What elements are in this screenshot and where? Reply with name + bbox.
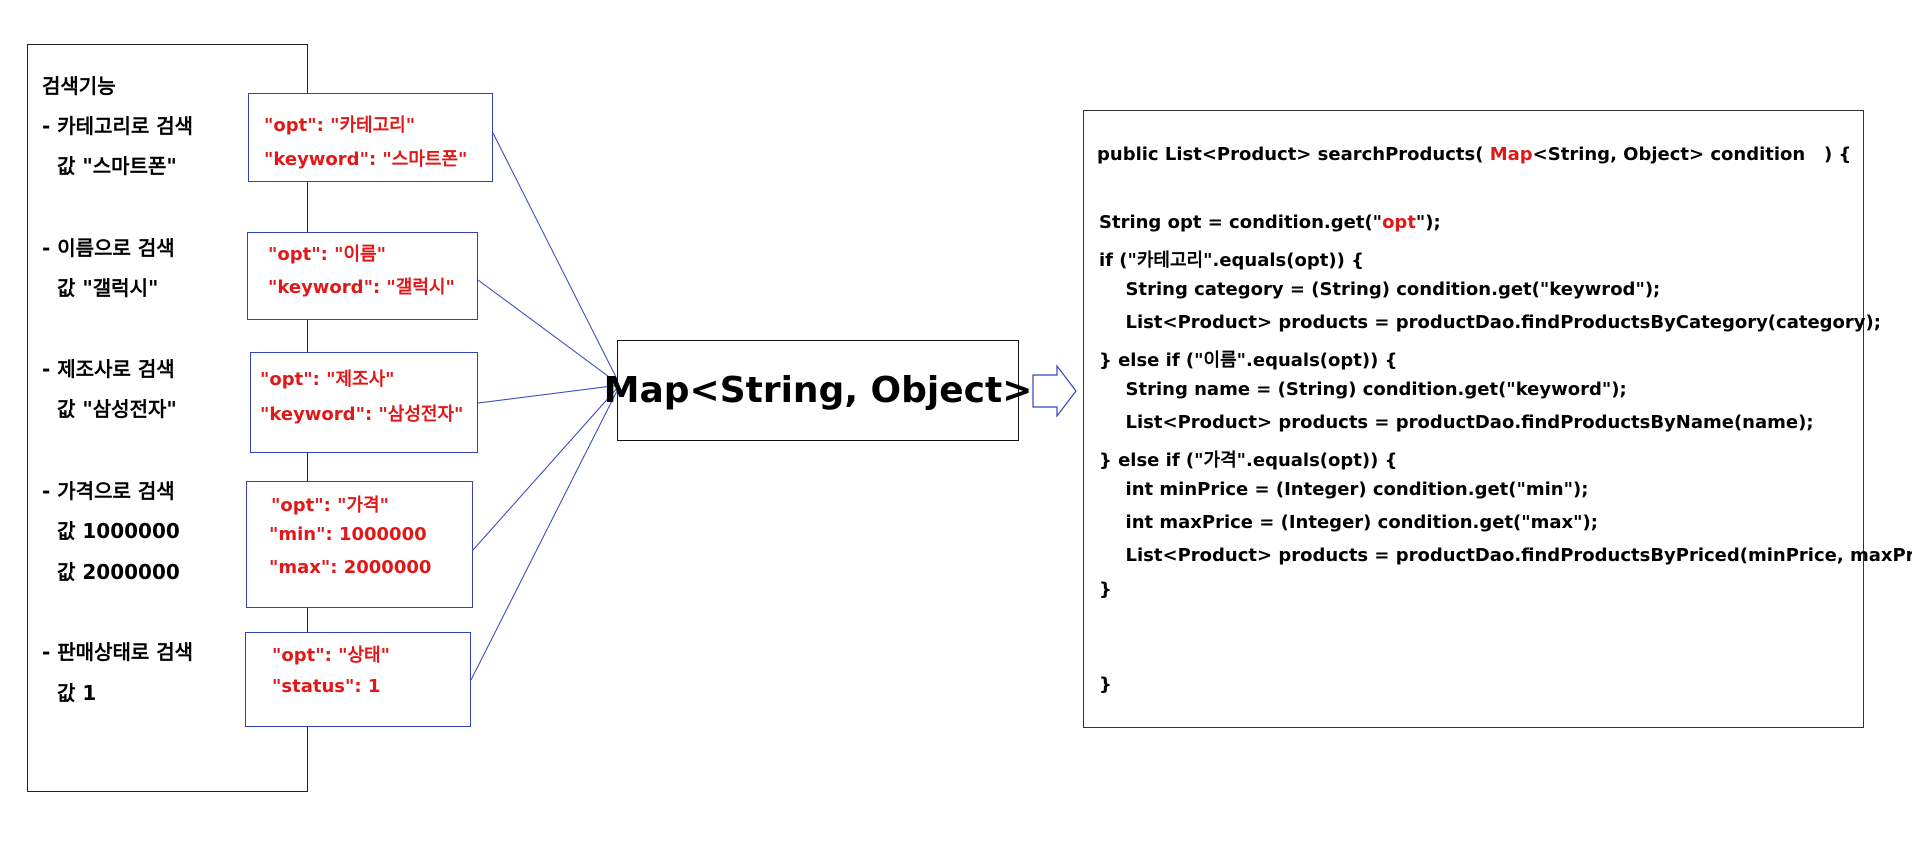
code-line: List<Product> products = productDao.find… xyxy=(1113,412,1814,433)
map-category-opt: "opt": "카테고리" xyxy=(264,115,416,136)
connector-line xyxy=(477,279,621,386)
map-maker-keyword: "keyword": "삼성전자" xyxy=(260,404,464,425)
item-price-min-value: 값 1000000 xyxy=(57,519,180,543)
signature-suffix: <String, Object> condition ) { xyxy=(1532,144,1852,165)
map-price-max: "max": 2000000 xyxy=(269,557,432,578)
right-arrow-icon xyxy=(1032,364,1077,418)
map-price-opt: "opt": "가격" xyxy=(271,495,389,516)
signature-prefix: public List<Product> searchProducts( xyxy=(1097,144,1490,165)
panel-title: 검색기능 xyxy=(42,74,116,98)
code-line: int maxPrice = (Integer) condition.get("… xyxy=(1113,512,1598,533)
item-name-value: 값 "갤럭시" xyxy=(57,276,159,300)
map-category-keyword: "keyword": "스마트폰" xyxy=(264,149,468,170)
map-box-category xyxy=(248,93,493,182)
opt-line: String opt = condition.get("opt"); xyxy=(1099,212,1441,233)
map-name-opt: "opt": "이름" xyxy=(268,244,386,265)
item-category-label: - 카테고리로 검색 xyxy=(42,114,194,138)
connector-line xyxy=(470,384,621,681)
item-maker-value: 값 "삼성전자" xyxy=(57,397,177,421)
map-status-value: "status": 1 xyxy=(272,676,381,697)
code-line: List<Product> products = productDao.find… xyxy=(1113,545,1912,566)
method-closing-brace: } xyxy=(1099,674,1112,695)
item-price-max-value: 값 2000000 xyxy=(57,560,180,584)
method-signature: public List<Product> searchProducts( Map… xyxy=(1097,144,1851,165)
map-type-box: Map<String, Object> xyxy=(604,340,1032,441)
map-box-maker xyxy=(250,352,478,453)
opt-line-prefix: String opt = condition.get(" xyxy=(1099,212,1383,233)
map-name-keyword: "keyword": "갤럭시" xyxy=(268,277,455,298)
signature-map-keyword: Map xyxy=(1489,144,1533,165)
code-line: } else if ("이름".equals(opt)) { xyxy=(1099,350,1398,371)
item-maker-label: - 제조사로 검색 xyxy=(42,357,175,381)
item-status-label: - 판매상태로 검색 xyxy=(42,640,194,664)
item-price-label: - 가격으로 검색 xyxy=(42,479,175,503)
code-line: } xyxy=(1099,579,1112,600)
connector-line xyxy=(492,132,621,386)
opt-line-highlight: opt xyxy=(1382,212,1416,233)
map-price-min: "min": 1000000 xyxy=(269,524,427,545)
connector-line xyxy=(472,384,621,551)
code-line: List<Product> products = productDao.find… xyxy=(1113,312,1881,333)
code-line: } else if ("가격".equals(opt)) { xyxy=(1099,450,1398,471)
map-box-name xyxy=(247,232,478,320)
item-status-value: 값 1 xyxy=(57,681,97,705)
item-name-label: - 이름으로 검색 xyxy=(42,236,175,260)
code-line: String name = (String) condition.get("ke… xyxy=(1113,379,1627,400)
connector-line xyxy=(477,384,621,404)
opt-line-suffix: "); xyxy=(1415,212,1441,233)
code-line: if ("카테고리".equals(opt)) { xyxy=(1099,250,1364,271)
code-box xyxy=(1083,110,1864,728)
item-category-value: 값 "스마트폰" xyxy=(57,154,177,178)
map-box-status xyxy=(245,632,471,727)
map-status-opt: "opt": "상태" xyxy=(272,645,390,666)
code-line: int minPrice = (Integer) condition.get("… xyxy=(1113,479,1589,500)
code-line: String category = (String) condition.get… xyxy=(1113,279,1661,300)
map-box-price xyxy=(246,481,473,608)
map-maker-opt: "opt": "제조사" xyxy=(260,369,395,390)
